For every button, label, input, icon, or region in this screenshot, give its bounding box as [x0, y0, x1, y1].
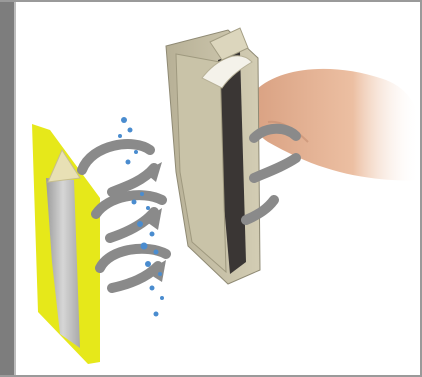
droplet: [146, 206, 150, 210]
folded-paper-stack: [166, 28, 260, 284]
droplet: [150, 286, 155, 291]
swirl-arrow-1: [82, 144, 150, 170]
droplet: [126, 160, 131, 165]
droplet: [140, 192, 144, 196]
droplet: [145, 261, 151, 267]
droplet: [134, 150, 138, 154]
illustration-svg: [16, 2, 420, 375]
droplet: [160, 296, 164, 300]
droplet: [154, 312, 159, 317]
frame-left-border: [0, 0, 14, 377]
droplet: [137, 221, 143, 227]
droplet: [158, 272, 162, 276]
swirl-arrow-right-2: [254, 158, 296, 178]
droplet: [141, 243, 148, 250]
illustration-scene: [16, 2, 420, 375]
droplet: [118, 134, 122, 138]
droplet: [121, 117, 127, 123]
droplet: [132, 200, 137, 205]
swirl-arrow-2b: [110, 212, 154, 238]
droplet: [150, 232, 155, 237]
droplet: [154, 250, 159, 255]
droplet: [128, 128, 133, 133]
